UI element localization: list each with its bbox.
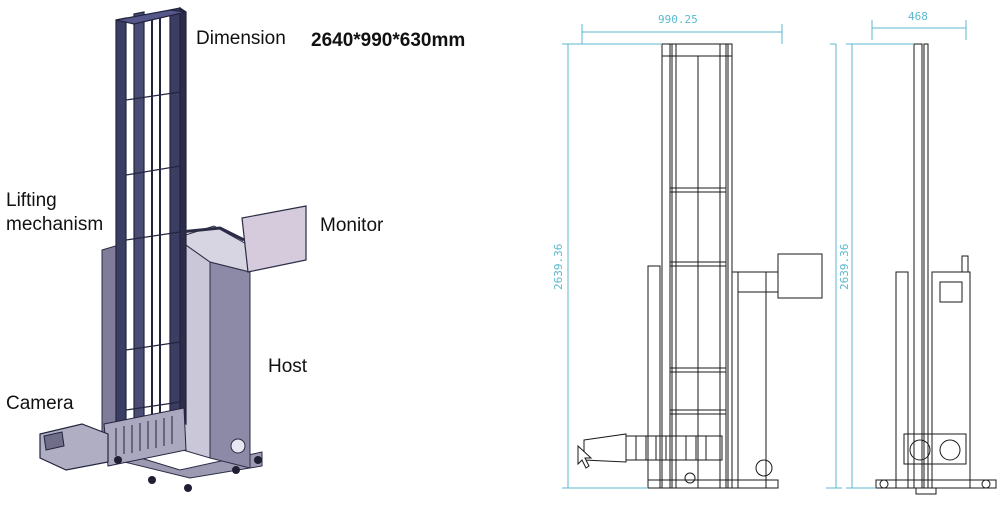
front-height-text-2: 2639.36 (838, 244, 851, 290)
side-width-text: 468 (908, 10, 928, 23)
print-head-grille (115, 416, 173, 456)
isometric-render (39, 6, 307, 492)
side-dimensions (846, 20, 967, 489)
front-width-text: 990.25 (658, 13, 698, 26)
cursor-icon (577, 444, 593, 469)
camera-lens (43, 431, 65, 451)
dimension-value: 2640*990*630mm (311, 30, 466, 51)
label-lifting-line2: mechanism (6, 214, 104, 235)
label-monitor: Monitor (320, 215, 384, 236)
host-fan (230, 438, 246, 454)
front-view (583, 43, 823, 489)
monitor (241, 205, 307, 273)
side-view (875, 43, 997, 495)
monitor-arm (179, 226, 245, 242)
front-dimensions (562, 24, 842, 489)
label-lifting-line1: Lifting (6, 190, 57, 211)
wheels (114, 456, 262, 492)
label-camera: Camera (6, 393, 74, 414)
dimension-title: Dimension (196, 28, 286, 49)
label-host: Host (268, 356, 308, 377)
front-height-text: 2639.36 (552, 244, 565, 290)
lifting-frame (115, 6, 187, 433)
